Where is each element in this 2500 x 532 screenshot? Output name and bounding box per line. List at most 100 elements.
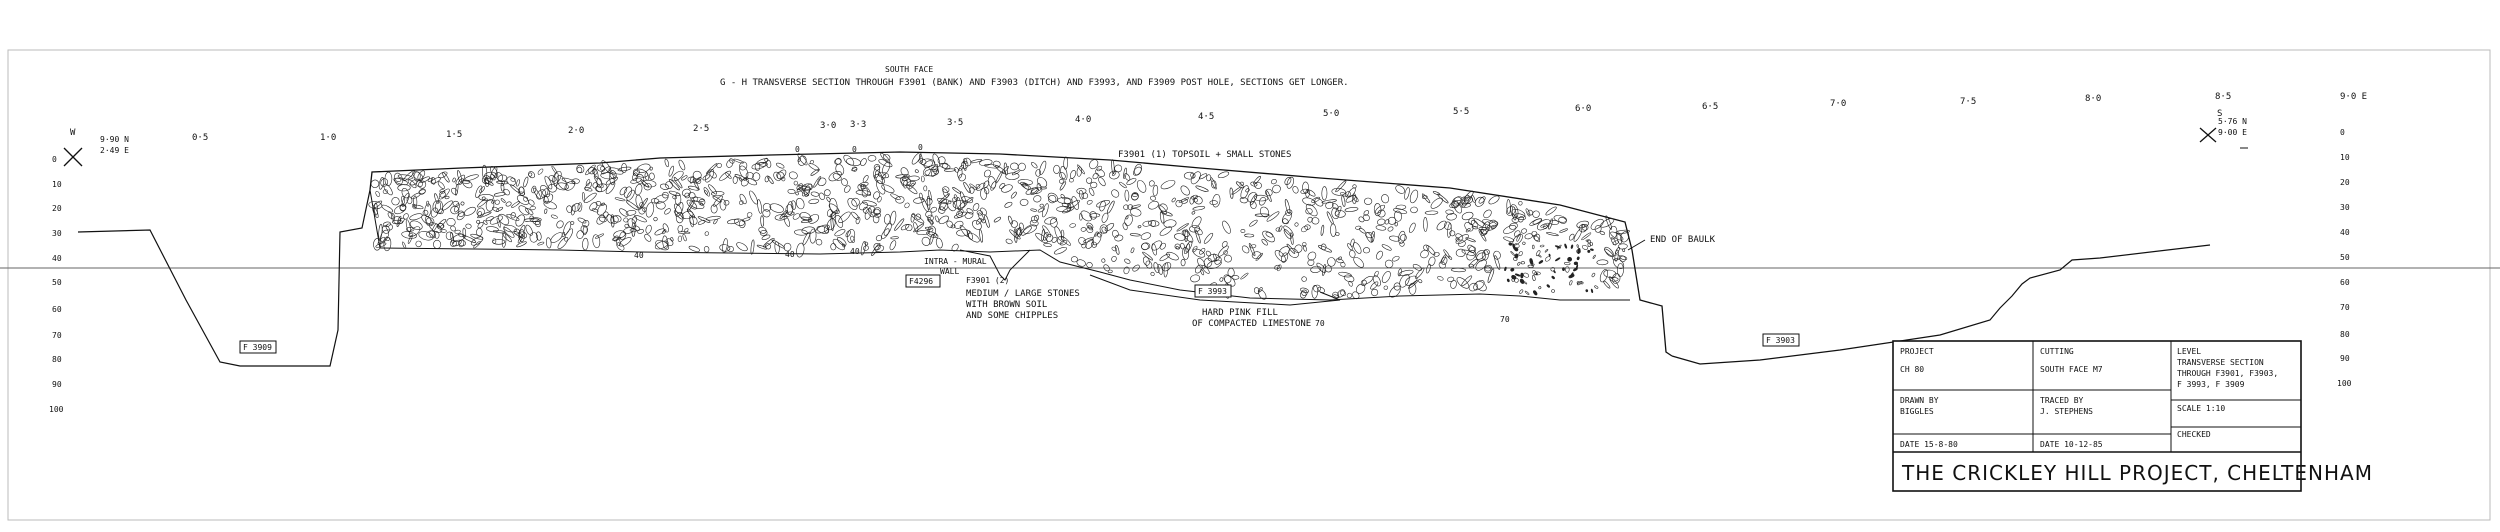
stone-mark: [1581, 232, 1592, 241]
stone-mark: [727, 245, 734, 253]
stone-mark: [835, 163, 845, 176]
stone-mark: [1159, 226, 1173, 236]
stone-mark: [1514, 273, 1521, 277]
stone-mark: [1259, 206, 1270, 218]
stone-mark: [864, 241, 869, 246]
traced-by-value: J. STEPHENS: [2040, 407, 2093, 416]
stone-mark: [485, 199, 495, 212]
stone-mark: [1292, 186, 1299, 194]
stone-mark: [929, 233, 934, 245]
stone-mark: [1033, 195, 1042, 203]
stone-mark: [1546, 232, 1559, 237]
stone-mark: [1591, 272, 1596, 278]
stone-mark: [858, 201, 868, 211]
stone-mark: [1191, 194, 1198, 200]
stone-mark: [475, 185, 483, 198]
scale-tick-label: 4·0: [1075, 115, 1091, 125]
stone-mark: [491, 199, 496, 204]
stone-mark: [1249, 219, 1258, 227]
stone-mark: [1207, 253, 1220, 262]
stone-mark: [1383, 285, 1388, 290]
stone-mark: [584, 186, 593, 192]
stone-mark: [983, 169, 992, 178]
stone-mark: [1527, 209, 1534, 216]
stone-mark: [1532, 210, 1540, 218]
stone-mark: [397, 217, 405, 225]
stone-mark: [523, 196, 529, 202]
stone-mark: [1343, 274, 1355, 283]
stone-mark: [1441, 256, 1448, 266]
stone-mark: [1190, 171, 1201, 185]
stone-mark: [926, 231, 939, 238]
stone-mark: [1048, 194, 1057, 204]
stone-mark: [925, 211, 933, 218]
stone-mark: [1525, 208, 1531, 217]
stone-mark: [439, 228, 447, 233]
depth-label: 10: [52, 180, 62, 189]
stone-mark: [874, 212, 882, 218]
stone-mark: [1130, 247, 1135, 254]
stone-mark: [1483, 209, 1492, 219]
stone-mark: [518, 229, 525, 243]
stone-mark: [1330, 223, 1337, 237]
stone-mark: [741, 178, 749, 187]
stone-mark: [969, 183, 977, 191]
stone-mark: [1524, 290, 1530, 295]
stone-mark: [1587, 242, 1591, 247]
stone-mark: [874, 170, 884, 185]
stone-mark: [1195, 185, 1209, 192]
scale-tick-label: 7·0: [1830, 99, 1846, 109]
stone-mark: [1567, 256, 1572, 262]
stone-mark: [999, 183, 1006, 189]
depth-label: 0: [52, 155, 57, 164]
stone-mark: [1307, 259, 1315, 266]
stone-mark: [873, 207, 882, 215]
stone-mark: [1060, 236, 1071, 246]
stone-mark: [525, 207, 534, 215]
stone-mark: [1570, 244, 1574, 249]
stone-mark: [1581, 223, 1589, 231]
stone-mark: [393, 177, 408, 186]
stone-mark: [633, 168, 648, 178]
stone-mark: [1384, 259, 1394, 269]
stone-mark: [595, 186, 603, 192]
stone-mark: [1447, 276, 1455, 283]
intra-mural-wall: [959, 249, 1031, 281]
layer-label: AND SOME CHIPPLES: [966, 311, 1058, 321]
stone-mark: [533, 187, 541, 200]
stone-mark: [1524, 233, 1533, 240]
stone-mark: [723, 200, 730, 206]
depth-label: 60: [2340, 278, 2350, 287]
project-label: PROJECT: [1900, 347, 1934, 356]
stone-mark: [993, 216, 1001, 223]
stone-mark: [928, 217, 933, 226]
scale-tick-label: 5·5: [1453, 107, 1469, 117]
stone-mark: [1605, 215, 1612, 230]
stone-mark: [1005, 238, 1013, 245]
stone-mark: [801, 183, 813, 192]
stone-mark: [1043, 232, 1049, 241]
stone-mark: [429, 222, 443, 233]
checked-label: CHECKED: [2177, 430, 2211, 439]
stone-mark: [1365, 232, 1373, 243]
stone-mark: [1285, 209, 1293, 216]
stone-mark: [1266, 211, 1280, 222]
stone-mark: [1453, 196, 1463, 205]
stone-mark: [1398, 230, 1406, 244]
stone-mark: [1374, 270, 1379, 278]
stone-mark: [938, 215, 949, 224]
stone-mark: [1184, 240, 1193, 255]
stone-mark: [1400, 234, 1407, 242]
stone-mark: [1317, 245, 1333, 253]
stone-mark: [1107, 269, 1113, 274]
stone-mark: [1538, 286, 1542, 290]
stone-mark: [931, 164, 939, 177]
stone-mark: [1288, 248, 1299, 258]
stone-mark: [458, 233, 464, 238]
stone-mark: [826, 218, 836, 231]
stone-mark: [889, 240, 897, 251]
stone-mark: [1522, 241, 1526, 245]
stone-mark: [699, 202, 704, 206]
stone-mark: [1616, 263, 1624, 277]
stone-mark: [1475, 259, 1487, 271]
